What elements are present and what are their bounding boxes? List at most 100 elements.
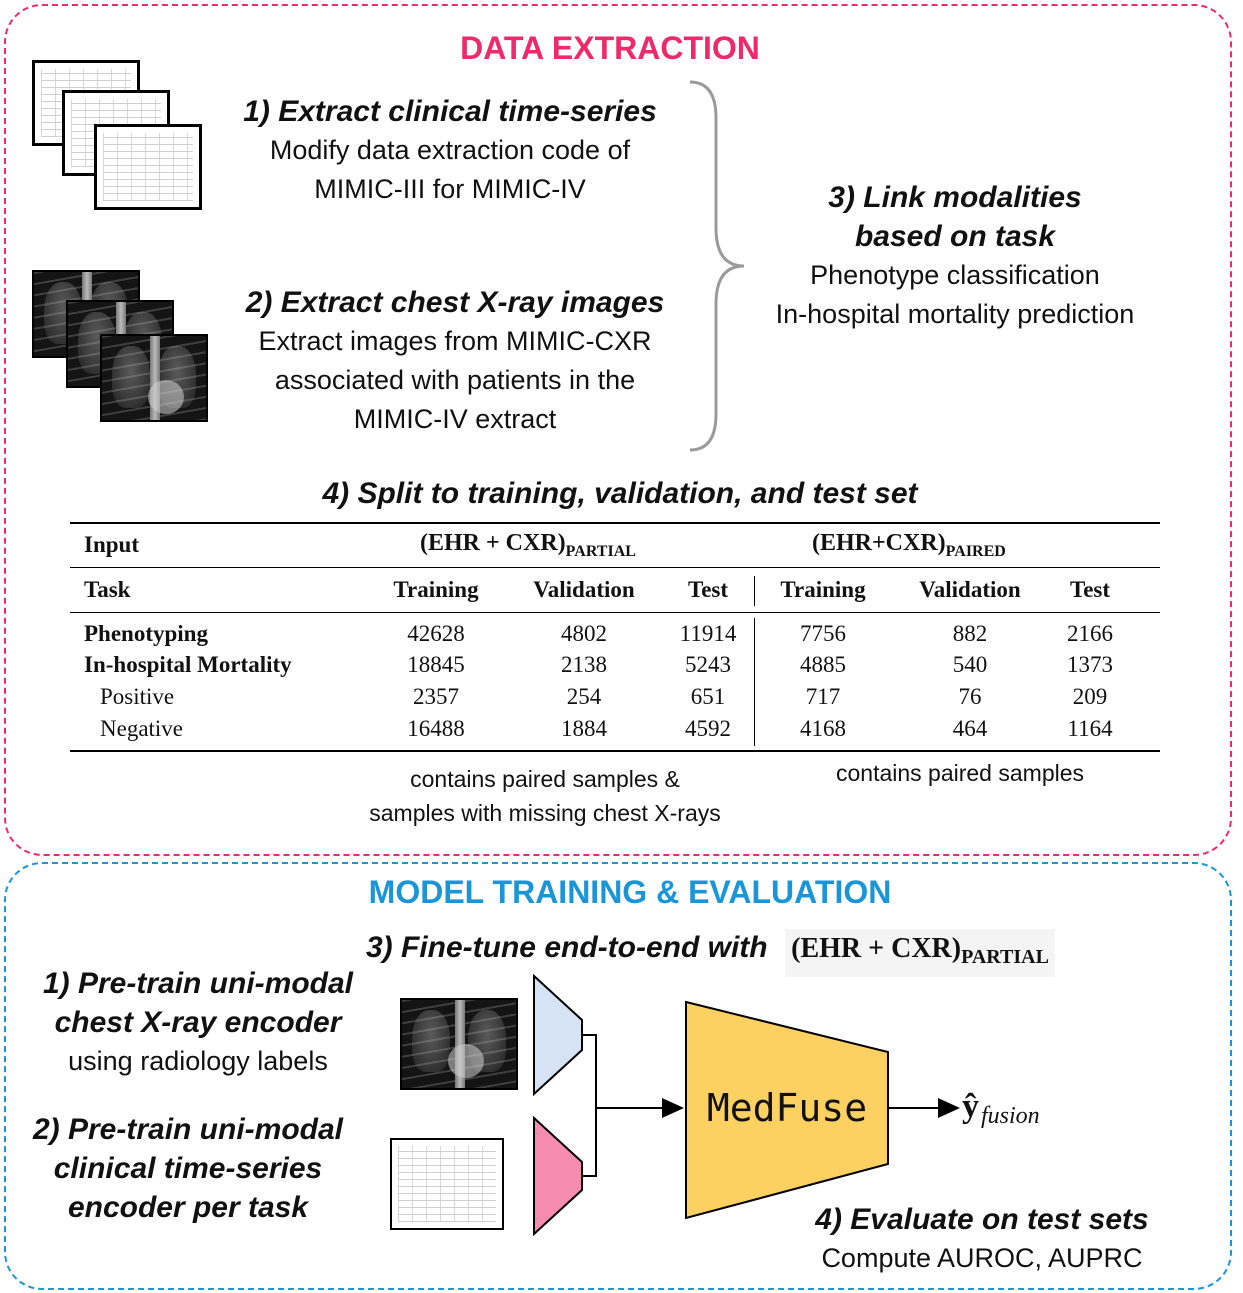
output-label: ŷfusion	[962, 1088, 1040, 1130]
table-cell: 882	[952, 621, 988, 646]
col-test-paired: Test	[1069, 577, 1111, 602]
table-cell: 2166	[1067, 621, 1113, 646]
data-extraction-title: DATA EXTRACTION	[460, 30, 760, 66]
table-cell: 651	[690, 684, 726, 709]
row-label-phenotyping: Phenotyping	[84, 621, 208, 646]
note-paired-line: contains paired samples	[835, 760, 1085, 786]
evaluate-step: 4) Evaluate on test sets Compute AUROC, …	[772, 1200, 1192, 1278]
extract-timeseries-step: 1) Extract clinical time-series Modify d…	[210, 92, 690, 209]
pretrain-ehr-step: 2) Pre-train uni-modal clinical time-ser…	[4, 1110, 372, 1227]
table-cell: 254	[566, 684, 602, 709]
table-cell: 76	[958, 684, 982, 709]
fine-tune-math: (EHR + CXR)PARTIAL	[785, 929, 1055, 977]
table-cell: 2138	[561, 652, 607, 677]
fine-tune-step: 3) Fine-tune end-to-end with (EHR + CXR)…	[366, 928, 1186, 977]
table-header-rule	[70, 567, 1160, 568]
table-cell: 7756	[800, 621, 846, 646]
note-partial-line2: samples with missing chest X-rays	[369, 800, 721, 826]
table-cell: 1884	[561, 716, 607, 741]
table-cell: 16488	[407, 716, 465, 741]
fine-tune-math-sub: PARTIAL	[961, 946, 1049, 968]
pretrain-ehr-heading3: encoder per task	[67, 1191, 309, 1224]
row-label-negative: Negative	[100, 716, 184, 741]
col-validation-partial: Validation	[533, 577, 635, 602]
group-paired-sub: PAIRED	[945, 543, 1006, 560]
extract-timeseries-line2: MIMIC-III for MIMIC-IV	[314, 174, 586, 204]
extract-timeseries-heading: 1) Extract clinical time-series	[243, 95, 657, 128]
table-input-label: Input	[84, 532, 139, 557]
link-modalities-line1: Phenotype classification	[810, 260, 1100, 290]
table-cell: 1164	[1067, 716, 1113, 741]
col-training-paired: Training	[780, 577, 866, 602]
table-cell: 4592	[685, 716, 731, 741]
table-cell: 11914	[679, 621, 737, 646]
table-cell: 717	[805, 684, 841, 709]
pretrain-cxr-line1: using radiology labels	[68, 1046, 328, 1076]
split-heading: 4) Split to training, validation, and te…	[322, 477, 918, 510]
link-modalities-step: 3) Link modalities based on task Phenoty…	[740, 178, 1170, 334]
chest-xray-input-icon	[400, 998, 518, 1090]
fine-tune-math-label: (EHR + CXR)	[791, 933, 962, 964]
pretrain-cxr-heading2: chest X-ray encoder	[54, 1006, 342, 1039]
group-partial-label: (EHR + CXR)	[420, 530, 566, 556]
model-training-title: MODEL TRAINING & EVALUATION	[368, 874, 892, 910]
link-modalities-line2: In-hospital mortality prediction	[775, 299, 1135, 329]
medfuse-label: MedFuse	[706, 1086, 868, 1130]
fine-tune-heading: 3) Fine-tune end-to-end with	[366, 931, 768, 964]
extract-timeseries-line1: Modify data extraction code of	[269, 135, 631, 165]
col-training-partial: Training	[393, 577, 479, 602]
pretrain-cxr-step: 1) Pre-train uni-modal chest X-ray encod…	[14, 964, 382, 1081]
table-cell: 209	[1072, 684, 1108, 709]
output-arrow-head	[938, 1098, 960, 1118]
arrow-icon	[662, 1098, 684, 1118]
table-cell: 464	[952, 716, 988, 741]
pretrain-ehr-heading2: clinical time-series	[53, 1152, 323, 1185]
output-symbol: ŷ	[962, 1088, 979, 1125]
pretrain-cxr-heading1: 1) Pre-train uni-modal	[42, 967, 354, 1000]
evaluate-line1: Compute AUROC, AUPRC	[821, 1243, 1143, 1273]
note-partial-line1: contains paired samples &	[410, 766, 680, 792]
evaluate-heading: 4) Evaluate on test sets	[815, 1203, 1149, 1236]
extract-xray-line1: Extract images from MIMIC-CXR	[258, 326, 652, 356]
table-mid-rule	[70, 612, 1160, 613]
link-modalities-heading1: 3) Link modalities	[828, 181, 1082, 214]
table-cell: 4168	[800, 716, 846, 741]
medfuse-shape	[685, 1000, 889, 1220]
extract-xray-heading: 2) Extract chest X-ray images	[245, 286, 665, 319]
pretrain-ehr-heading1: 2) Pre-train uni-modal	[32, 1113, 344, 1146]
note-partial: contains paired samples & samples with m…	[320, 762, 770, 830]
link-modalities-heading2: based on task	[854, 220, 1056, 253]
ehr-encoder-shape	[533, 1115, 583, 1237]
extract-xray-step: 2) Extract chest X-ray images Extract im…	[210, 283, 700, 439]
model-training-panel	[4, 862, 1232, 1290]
clinical-timeseries-input-icon	[390, 1138, 504, 1230]
table-cell: 540	[952, 652, 988, 677]
group-partial-sub: PARTIAL	[565, 543, 636, 560]
table-cell: 1373	[1067, 652, 1113, 677]
data-extraction-panel	[4, 4, 1232, 856]
ehr-connector	[582, 1108, 597, 1177]
table-task-label: Task	[84, 577, 131, 602]
cxr-encoder-shape	[533, 973, 583, 1097]
table-cell: 42628	[407, 621, 465, 646]
table-top-rule	[70, 522, 1160, 524]
table-cell: 18845	[407, 652, 465, 677]
table-cell: 4885	[800, 652, 846, 677]
curly-brace-icon	[689, 80, 745, 452]
table-vertical-rule-body	[754, 618, 755, 746]
group-paired-label: (EHR+CXR)	[812, 530, 946, 556]
note-paired: contains paired samples	[790, 756, 1130, 790]
extract-xray-line2: associated with patients in the	[274, 365, 636, 395]
row-label-positive: Positive	[100, 684, 175, 709]
table-cell: 4802	[561, 621, 607, 646]
table-vertical-rule	[754, 576, 755, 606]
cxr-connector	[582, 1034, 597, 1108]
table-cell: 2357	[413, 684, 459, 709]
col-validation-paired: Validation	[919, 577, 1021, 602]
table-cell: 5243	[685, 652, 731, 677]
table-group-paired: (EHR+CXR)PAIRED	[812, 530, 1006, 561]
col-test-partial: Test	[687, 577, 729, 602]
output-subscript: fusion	[981, 1103, 1040, 1129]
split-step: 4) Split to training, validation, and te…	[200, 474, 1040, 513]
